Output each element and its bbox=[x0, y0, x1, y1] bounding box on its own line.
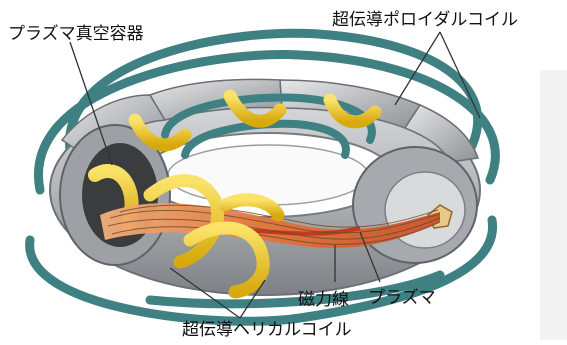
label-poloidal-coil: 超伝導ポロイダルコイル bbox=[332, 12, 518, 29]
label-plasma-vessel: プラズマ真空容器 bbox=[8, 26, 144, 43]
vessel-cross-section-right bbox=[353, 147, 477, 263]
label-magnetic-field-line: 磁力線 bbox=[298, 292, 349, 309]
label-helical-coil: 超伝導ヘリカルコイル bbox=[182, 322, 352, 339]
label-plasma: プラズマ bbox=[368, 290, 436, 307]
